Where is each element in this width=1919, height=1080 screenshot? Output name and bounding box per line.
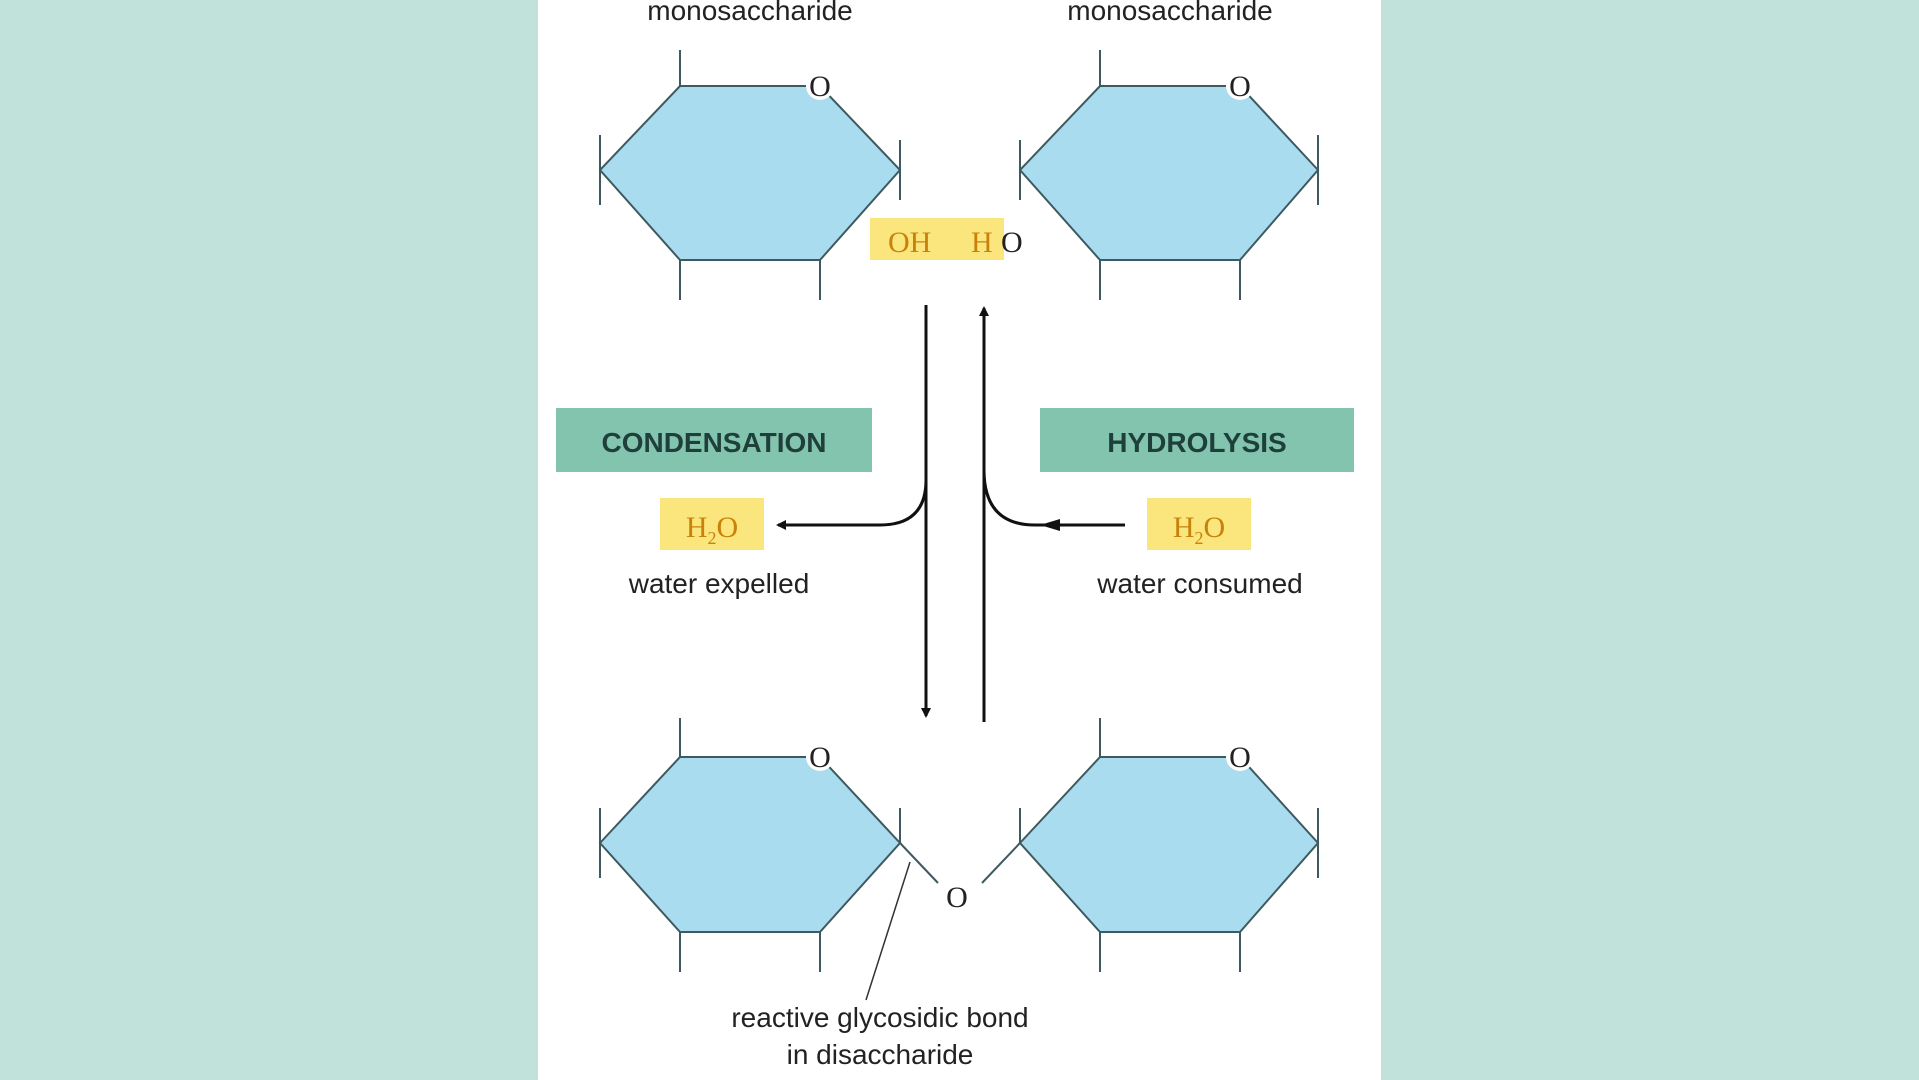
ring-bottom-left: O xyxy=(598,718,902,972)
condensation-box xyxy=(556,408,872,472)
ring-top-left: O xyxy=(598,50,902,300)
water-consumed-label: water consumed xyxy=(1096,568,1302,599)
water-molecule-right: H2O xyxy=(1147,498,1251,550)
ring-bottom-right: O xyxy=(1018,718,1320,972)
hydroxyl-group: OH H O xyxy=(870,218,1023,260)
h-label: H xyxy=(971,226,993,259)
bridge-oxygen-label: O xyxy=(946,881,968,914)
glycosidic-bond: O xyxy=(899,842,1021,914)
hydrolysis-box xyxy=(1040,408,1354,472)
ring-top-right: O xyxy=(1018,50,1320,300)
ring-oxygen-label: O xyxy=(809,741,831,774)
condensation-label: CONDENSATION xyxy=(601,427,826,458)
bond-pointer-line xyxy=(865,861,911,1001)
bond-label-line1: reactive glycosidic bond xyxy=(731,1002,1028,1033)
ring-oxygen-label: O xyxy=(1229,741,1251,774)
ring-oxygen-label: O xyxy=(1229,70,1251,103)
water-consumed-arrowhead xyxy=(1040,519,1060,531)
ring-oxygen-label: O xyxy=(809,70,831,103)
water-expelled-arrow xyxy=(776,479,928,530)
water-expelled-label: water expelled xyxy=(628,568,810,599)
monosaccharide-label-left: monosaccharide xyxy=(647,0,852,26)
bond-label-line2: in disaccharide xyxy=(787,1039,974,1070)
monosaccharide-label-right: monosaccharide xyxy=(1067,0,1272,26)
water-molecule-left: H2O xyxy=(660,498,764,550)
oh-label: OH xyxy=(888,226,931,259)
svg-text:H2O: H2O xyxy=(1173,511,1225,548)
water-consumed-arrow xyxy=(982,469,1125,527)
hydrolysis-label: HYDROLYSIS xyxy=(1107,427,1286,458)
svg-text:H2O: H2O xyxy=(686,511,738,548)
o-label: O xyxy=(1001,226,1023,259)
